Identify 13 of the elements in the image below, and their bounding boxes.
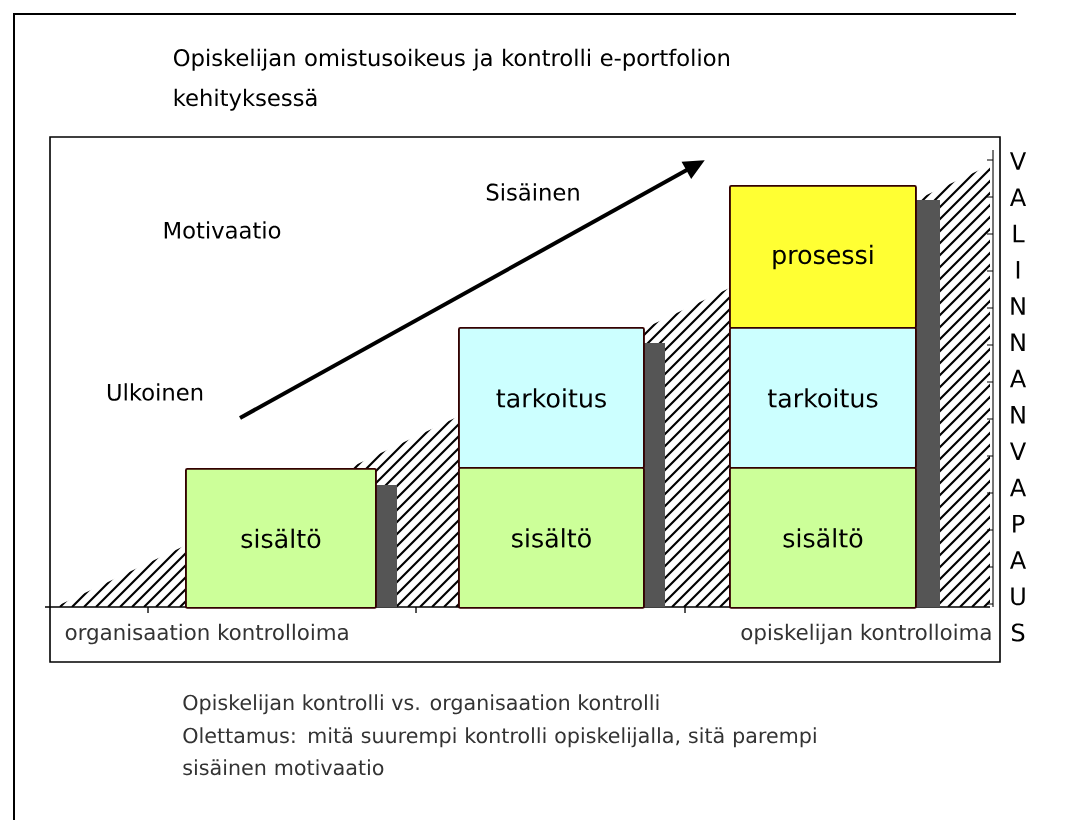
block-box: sisältö <box>458 467 645 609</box>
block-box: tarkoitus <box>729 327 917 469</box>
title: Opiskelijan omistusoikeus ja kontrolli e-portfolion kehityksessä <box>174 48 729 111</box>
note-text: Olettamus: mitä suurempi kontrolli opiskelijalla, sitä parempi sisäinen motivaatio <box>183 727 816 776</box>
vertical-label: VALINNANVAPAUS <box>1010 152 1027 642</box>
block-box: tarkoitus <box>458 327 645 469</box>
block-box: sisältö <box>729 467 917 609</box>
axis-label: Sisäinen <box>486 183 579 201</box>
block-box: prosessi <box>729 185 917 329</box>
axis-label: Motivaatio <box>164 221 281 239</box>
axis-label: Ulkoinen <box>107 383 203 401</box>
note-text: Opiskelijan kontrolli vs. organisaation kontrolli <box>183 694 659 715</box>
block-box: sisältö <box>185 468 377 609</box>
